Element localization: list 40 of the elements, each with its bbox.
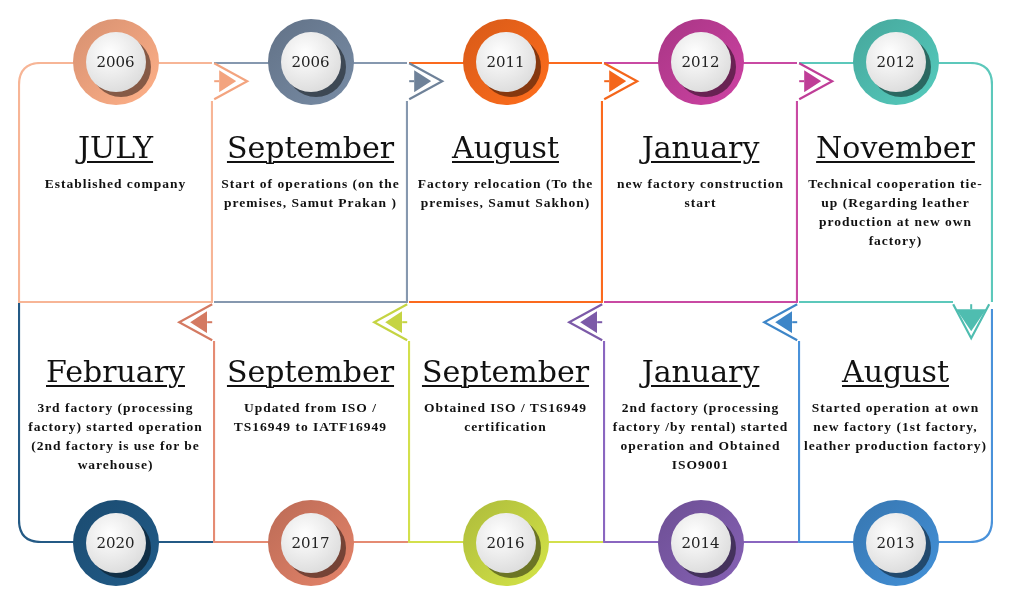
month-heading: November <box>816 130 975 166</box>
event-description: Obtained ISO / TS16949 certification <box>422 399 589 436</box>
year-circle <box>461 18 550 106</box>
month-heading: February <box>46 354 185 390</box>
year-circle <box>656 18 745 106</box>
month-heading: August <box>452 130 559 166</box>
event-description: Established company <box>44 175 187 193</box>
year-circle <box>266 18 355 106</box>
event-description: 2nd factory (processing factory /by rental) started operation and Obtained ISO9001 <box>611 399 790 474</box>
year-circle <box>266 499 355 587</box>
year-label: 2014 <box>681 534 720 552</box>
year-label: 2017 <box>291 534 330 552</box>
month-heading: August <box>842 354 949 390</box>
year-circle <box>851 18 940 106</box>
year-circle <box>851 499 940 587</box>
year-label: 2016 <box>486 534 525 552</box>
event-description: Started operation at own new factory (1st factory, leather production factory) <box>802 399 989 455</box>
event-description: Start of operations (on the premises, Samut Prakan ) <box>220 175 401 212</box>
year-label: 2011 <box>486 53 525 71</box>
month-heading: January <box>641 354 760 390</box>
year-label: 2013 <box>876 534 915 552</box>
year-circle <box>461 499 550 587</box>
month-heading: September <box>226 354 395 390</box>
year-circle <box>656 499 745 587</box>
year-label: 2020 <box>96 534 135 552</box>
year-circle <box>71 499 160 587</box>
month-heading: September <box>226 130 395 166</box>
year-circle <box>71 18 160 106</box>
year-label: 2012 <box>681 53 720 71</box>
event-description: 3rd factory (processing factory) started operation (2nd factory is use for be warehouse) <box>27 399 204 474</box>
event-description: Technical cooperation tie-up (Regarding leather production at new own factory) <box>807 175 984 250</box>
event-description: Factory relocation (To the premises, Samut Sakhon) <box>416 175 595 212</box>
event-description: Updated from ISO / TS16949 to IATF16949 <box>232 399 389 436</box>
year-label: 2006 <box>96 53 135 71</box>
event-description: new factory construction start <box>615 175 786 212</box>
year-label: 2012 <box>876 53 915 71</box>
month-heading: JULY <box>77 130 154 166</box>
year-label: 2006 <box>291 53 330 71</box>
month-heading: January <box>641 130 760 166</box>
month-heading: September <box>421 354 590 390</box>
